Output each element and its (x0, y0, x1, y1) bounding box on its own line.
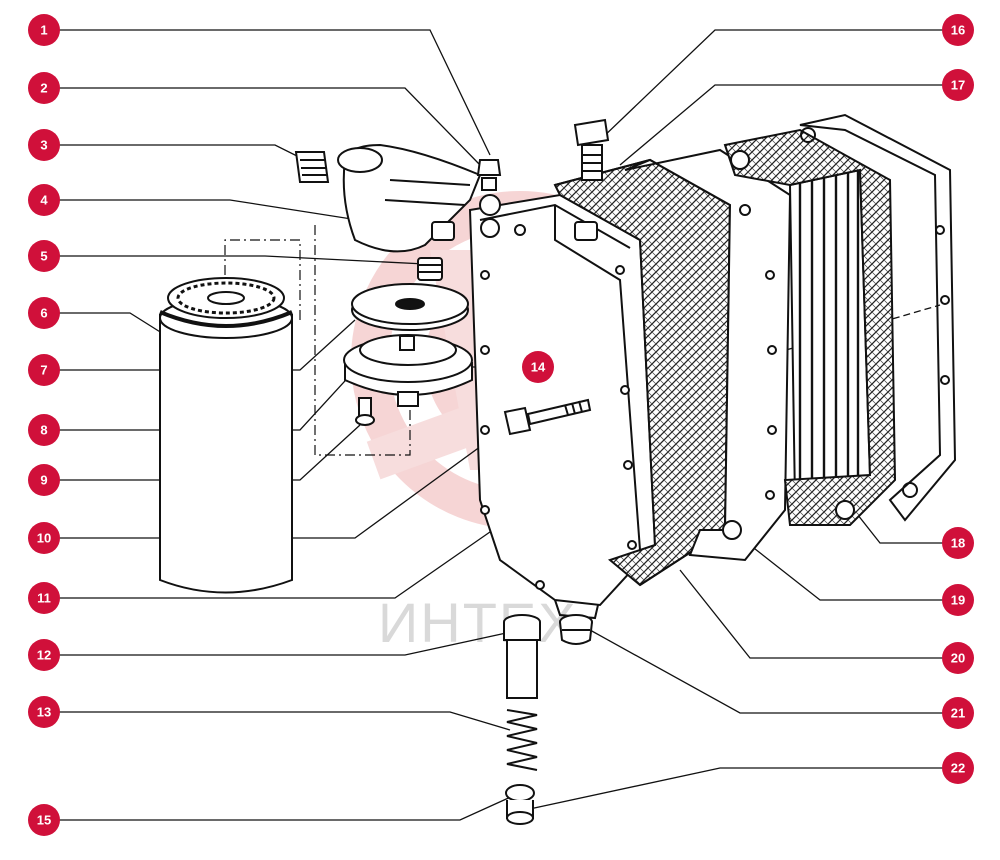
svg-text:22: 22 (951, 761, 965, 776)
svg-text:17: 17 (951, 78, 965, 93)
callout-16: 16 (942, 14, 974, 46)
svg-text:3: 3 (40, 138, 47, 153)
callout-21: 21 (942, 697, 974, 729)
callout-2: 2 (28, 72, 60, 104)
svg-text:8: 8 (40, 423, 47, 438)
leader-lines (44, 29, 944, 821)
top-bolt (476, 159, 502, 191)
svg-text:16: 16 (951, 23, 965, 38)
svg-text:9: 9 (40, 473, 47, 488)
plug-21 (559, 614, 593, 645)
svg-text:6: 6 (40, 306, 47, 321)
cooler-gasket (723, 128, 897, 526)
svg-text:1: 1 (40, 23, 47, 38)
callout-5: 5 (28, 240, 60, 272)
callout-14: 14 (522, 351, 554, 383)
callout-7: 7 (28, 354, 60, 386)
callout-19: 19 (942, 584, 974, 616)
callout-22: 22 (942, 752, 974, 784)
top-right-bolt (573, 118, 610, 181)
callout-15: 15 (28, 804, 60, 836)
long-bolt (503, 398, 592, 436)
callout-10: 10 (28, 522, 60, 554)
spring (506, 709, 538, 771)
svg-text:13: 13 (37, 705, 51, 720)
filter-canister (159, 277, 293, 594)
svg-text:15: 15 (37, 813, 51, 828)
callout-20: 20 (942, 642, 974, 674)
svg-text:5: 5 (40, 249, 47, 264)
callout-9: 9 (28, 464, 60, 496)
callout-4: 4 (28, 184, 60, 216)
callout-11: 11 (28, 582, 60, 614)
watermark-text: ИНТЕХ (378, 591, 578, 654)
screw-part (355, 397, 375, 426)
assembly-axes (224, 225, 411, 456)
valve-plates (343, 283, 473, 407)
valve-part-5 (417, 257, 443, 281)
oil-cooler-core (788, 168, 872, 502)
svg-text:4: 4 (40, 193, 48, 208)
callout-17: 17 (942, 69, 974, 101)
svg-text:19: 19 (951, 593, 965, 608)
svg-text:20: 20 (951, 651, 965, 666)
callout-18: 18 (942, 527, 974, 559)
callout-6: 6 (28, 297, 60, 329)
callout-3: 3 (28, 129, 60, 161)
callout-12: 12 (28, 639, 60, 671)
bottom-plug (505, 784, 535, 825)
svg-text:14: 14 (531, 360, 546, 375)
callout-8: 8 (28, 414, 60, 446)
callouts: 1 2 3 4 5 6 7 8 9 10 11 12 13 14 15 16 1… (28, 14, 974, 836)
plug-part (294, 151, 330, 183)
svg-text:21: 21 (951, 706, 965, 721)
svg-text:12: 12 (37, 648, 51, 663)
svg-text:11: 11 (37, 591, 51, 606)
elbow-pipe (337, 143, 482, 253)
svg-text:18: 18 (951, 536, 965, 551)
svg-text:7: 7 (40, 363, 47, 378)
callout-1: 1 (28, 14, 60, 46)
callout-13: 13 (28, 696, 60, 728)
valve-sleeve (503, 614, 541, 699)
svg-text:10: 10 (37, 531, 51, 546)
svg-text:2: 2 (40, 81, 47, 96)
back-plate (799, 113, 957, 522)
